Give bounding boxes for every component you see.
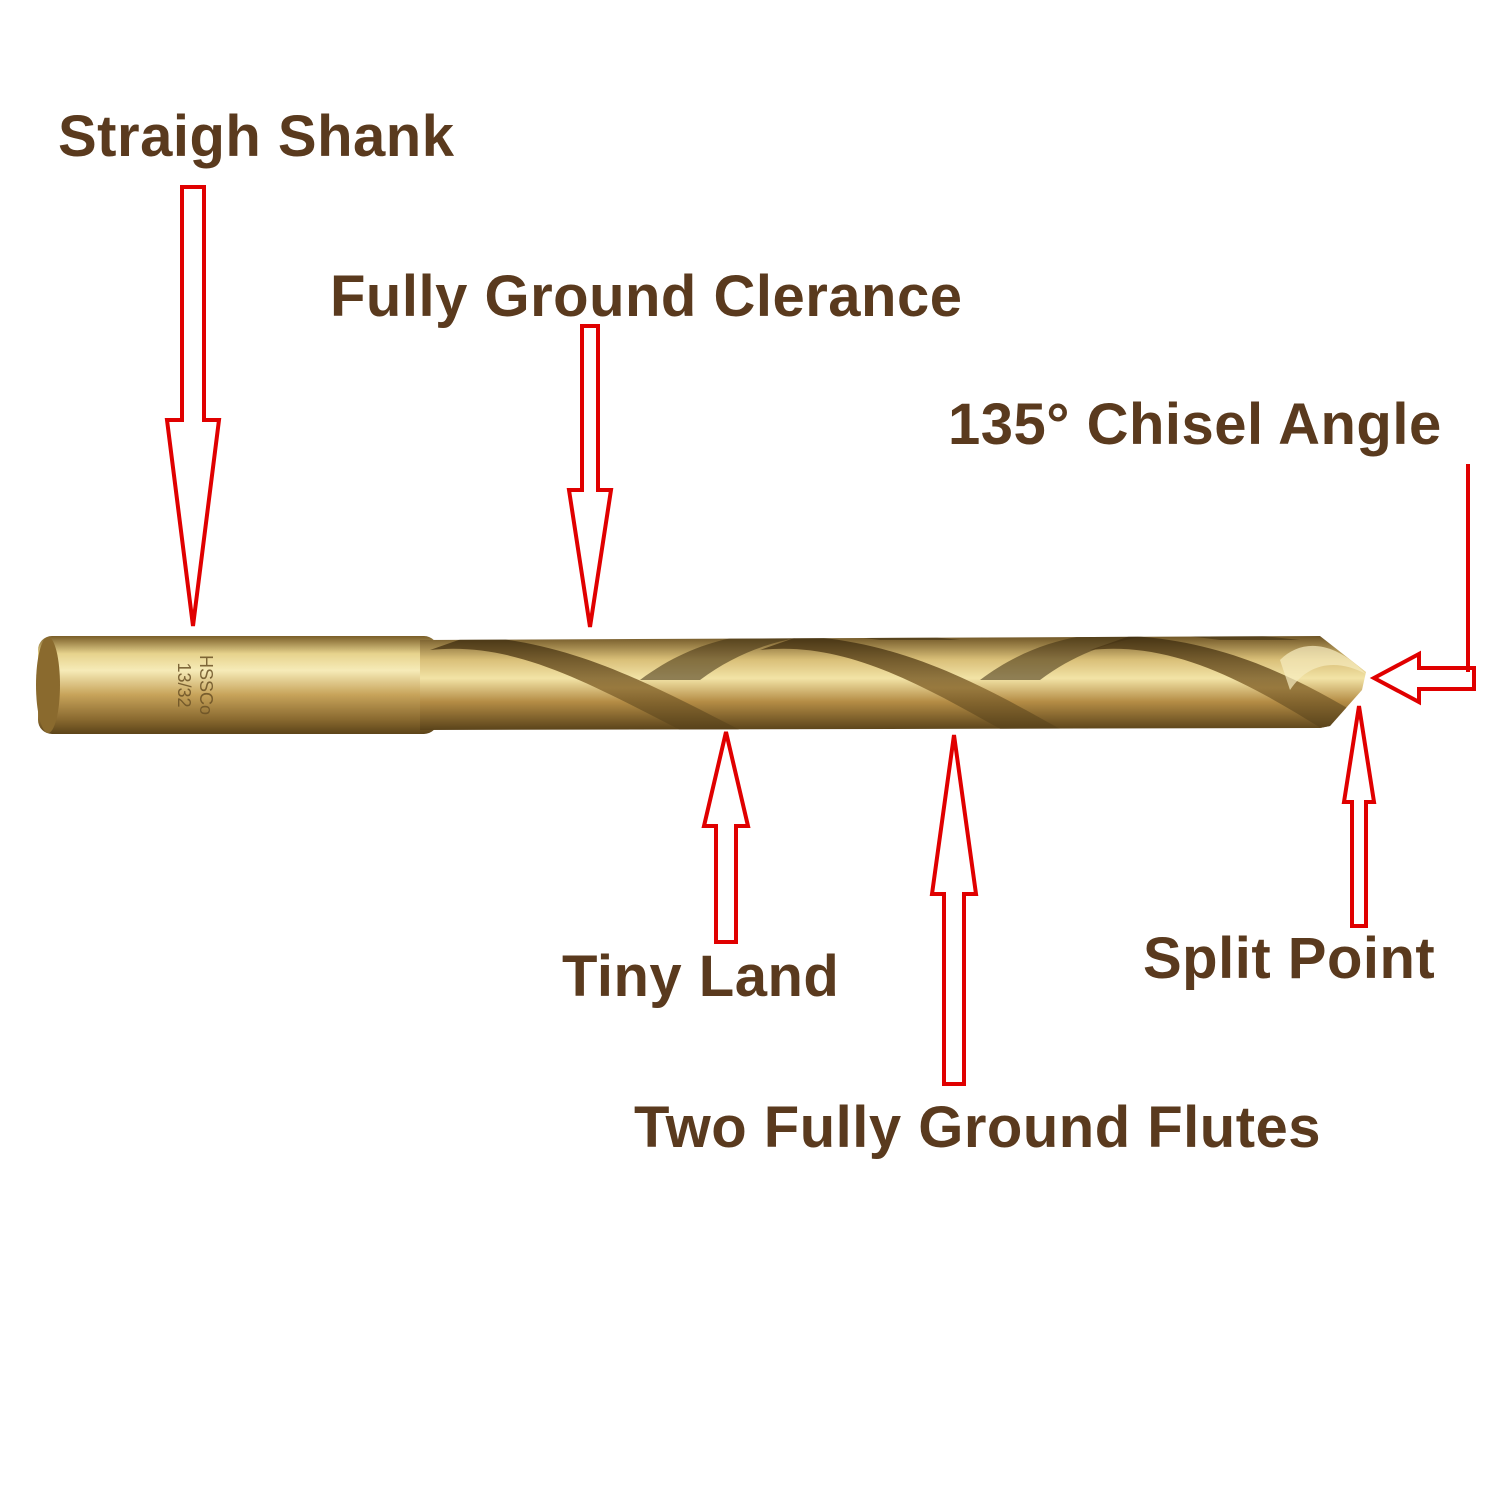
arrow-flutes-up <box>929 734 979 1086</box>
flute-spirals <box>430 636 1366 730</box>
flute-4 <box>980 636 1300 680</box>
label-chisel-angle: 135° Chisel Angle <box>948 392 1442 457</box>
label-tiny-land: Tiny Land <box>562 944 840 1009</box>
engraving-size: 13/32 <box>174 662 194 707</box>
shank-cylinder <box>38 636 438 734</box>
label-straight-shank: Straigh Shank <box>58 104 455 169</box>
arrow-land-up <box>701 731 751 944</box>
body-cylinder <box>420 636 1366 730</box>
tip-highlight <box>1280 645 1366 690</box>
label-split-point: Split Point <box>1143 926 1436 991</box>
arrow-split-up <box>1341 705 1377 928</box>
shank-engraving: 13/32 HSSCo <box>174 655 216 715</box>
label-fully-ground-clearance: Fully Ground Clerance <box>330 264 963 329</box>
label-two-flutes: Two Fully Ground Flutes <box>634 1095 1322 1160</box>
drill-shank <box>36 636 438 734</box>
flute-5 <box>1090 636 1366 730</box>
flute-2 <box>640 636 960 680</box>
arrow-clearance-down <box>566 324 614 628</box>
shank-end-face <box>36 637 60 733</box>
drill-body <box>420 636 1366 730</box>
arrow-chisel-left <box>1369 650 1476 706</box>
flute-1 <box>430 636 760 730</box>
callout-arrows <box>164 185 1476 1086</box>
arrow-shank-down <box>164 185 222 627</box>
flute-3 <box>760 636 1080 730</box>
engraving-material: HSSCo <box>196 655 216 715</box>
